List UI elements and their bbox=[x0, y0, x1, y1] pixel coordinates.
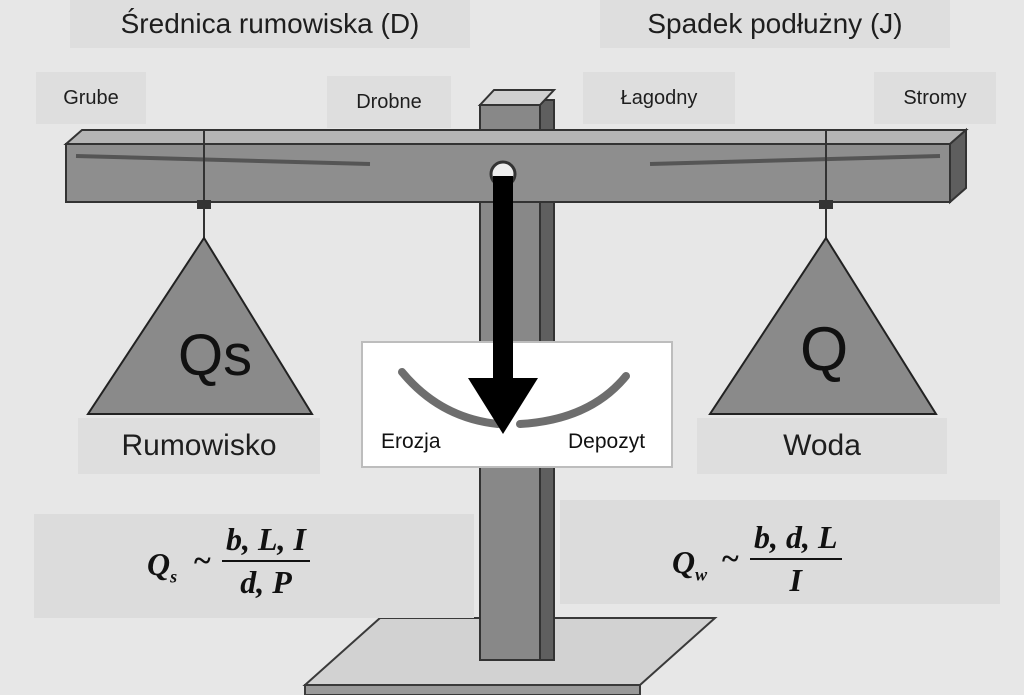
sediment-denominator: d, P bbox=[240, 564, 292, 601]
water-formula-fraction: b, d, L I bbox=[750, 519, 842, 599]
sediment-formula-relation: ~ bbox=[194, 542, 211, 578]
stand-post-top bbox=[477, 89, 557, 106]
label-coarse: Grube bbox=[36, 72, 146, 124]
arrow-shaft bbox=[493, 176, 513, 380]
right-pan bbox=[708, 236, 938, 415]
sediment-fraction-bar bbox=[222, 560, 310, 563]
beam-highlight-left bbox=[75, 154, 371, 166]
sediment-numerator: b, L, I bbox=[226, 521, 306, 557]
arrow-head bbox=[468, 378, 538, 434]
label-gentle: Łagodny bbox=[583, 72, 735, 124]
water-formula-lhs: Qw bbox=[672, 544, 708, 585]
right-pan-symbol: Q bbox=[800, 315, 849, 384]
sediment-formula: Qs ~ b, L, I d, P bbox=[34, 514, 474, 618]
header-slope: Spadek podłużny (J) bbox=[600, 0, 950, 48]
right-pan-label: Woda bbox=[697, 418, 947, 474]
beam-top bbox=[63, 129, 969, 145]
gauge-label-erosion: Erozja bbox=[381, 430, 441, 453]
water-formula-relation: ~ bbox=[722, 540, 739, 576]
left-hanger-knot bbox=[197, 200, 211, 209]
left-pan-symbol: Qs bbox=[178, 323, 253, 388]
sediment-formula-lhs: Qs bbox=[147, 546, 178, 587]
label-steep: Stromy bbox=[874, 72, 996, 124]
beam-highlight-right bbox=[649, 154, 941, 166]
header-diameter: Średnica rumowiska (D) bbox=[70, 0, 470, 48]
water-denominator: I bbox=[789, 562, 802, 599]
water-formula: Qw ~ b, d, L I bbox=[560, 500, 1000, 604]
label-fine: Drobne bbox=[327, 76, 451, 128]
right-hanger-knot bbox=[819, 200, 833, 209]
beam-end bbox=[949, 127, 967, 205]
gauge-label-deposition: Depozyt bbox=[568, 430, 646, 453]
sediment-formula-fraction: b, L, I d, P bbox=[222, 521, 310, 601]
water-fraction-bar bbox=[750, 558, 842, 561]
gauge-arc-right bbox=[516, 372, 630, 428]
left-pan-label: Rumowisko bbox=[78, 418, 320, 474]
gauge-arc-left bbox=[398, 368, 502, 428]
stand-base-front bbox=[304, 684, 641, 695]
left-pan bbox=[86, 236, 314, 415]
water-numerator: b, d, L bbox=[754, 519, 838, 555]
